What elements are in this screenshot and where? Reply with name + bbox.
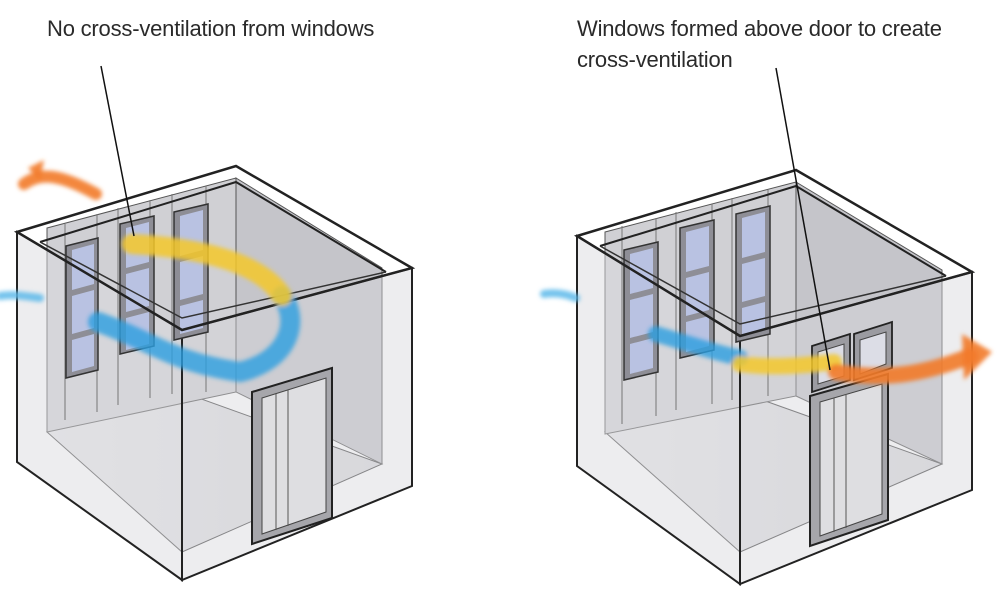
left-exhaust-air-arrow [18,170,102,200]
right-panel-caption: Windows formed above door to create cros… [577,13,957,75]
left-room-window-3 [173,203,209,341]
right-incoming-cool-air-arrow [540,289,580,302]
right-room-window-2 [679,219,715,359]
right-room-window-3 [735,205,771,343]
left-caption-leader-line [100,65,135,237]
left-incoming-cool-air-arrow [0,291,44,302]
right-warm-air-stream [732,354,842,375]
right-room-window-1 [623,241,659,381]
left-panel-caption: No cross-ventilation from windows [47,16,375,41]
right-caption-line-2: cross-ventilation [577,47,733,72]
left-room-door [251,366,333,546]
left-room-window-1 [65,237,99,379]
right-airflow [540,289,992,384]
left-cool-air-stream [88,286,301,383]
right-caption-line-1: Windows formed above door to create [577,16,942,41]
left-room-top-rim [13,164,416,332]
left-warm-air-stream [122,234,292,306]
right-room [540,67,992,586]
right-cool-air-stream [648,326,748,366]
right-room-door [809,372,889,548]
right-exhaust-air-arrow [828,348,978,384]
left-room [0,65,416,582]
right-caption-leader-line [775,67,831,371]
left-airflow [0,160,301,383]
right-room-top-rim [573,168,976,338]
